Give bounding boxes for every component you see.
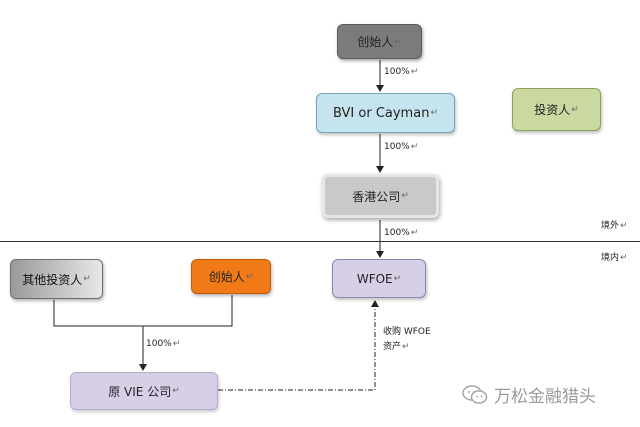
pct-founder-bvi-label: 100%↵ bbox=[384, 67, 419, 77]
return-mark: ↵ bbox=[571, 104, 579, 115]
node-label: BVI or Cayman bbox=[333, 105, 430, 121]
acquire-wfoe-assets-label: 收购 WFOE 资产↵ bbox=[383, 327, 431, 352]
node-label: 原 VIE 公司 bbox=[108, 384, 172, 399]
node-label: 香港公司 bbox=[352, 189, 401, 204]
pct-hk-wfoe-label: 100%↵ bbox=[384, 228, 419, 238]
pct-bvi-hk-label: 100%↵ bbox=[384, 142, 419, 152]
node-founder-domestic[interactable]: 创始人↵ bbox=[191, 259, 271, 294]
node-bvi-cayman[interactable]: BVI or Cayman↵ bbox=[316, 93, 455, 133]
node-label: WFOE bbox=[356, 271, 393, 286]
node-label: 创始人 bbox=[208, 270, 245, 284]
pct-to-vie-label: 100%↵ bbox=[146, 339, 181, 349]
return-mark: ↵ bbox=[245, 271, 254, 282]
wechat-icon bbox=[462, 384, 488, 404]
watermark-text: 万松金融猎头 bbox=[494, 387, 596, 407]
bracket-investors-to-vie bbox=[53, 295, 233, 327]
node-label: 创始人 bbox=[357, 35, 394, 49]
dashdot-vie-to-wfoe bbox=[218, 300, 379, 391]
node-founder-overseas[interactable]: 创始人↵ bbox=[337, 24, 422, 59]
return-mark: ↵ bbox=[393, 273, 402, 284]
node-original-vie-company[interactable]: 原 VIE 公司↵ bbox=[70, 372, 218, 410]
return-mark: ↵ bbox=[394, 36, 402, 47]
return-mark: ↵ bbox=[83, 274, 91, 284]
node-investor[interactable]: 投资人↵ bbox=[512, 88, 601, 131]
node-label: 投资人 bbox=[534, 103, 571, 117]
node-label: 其他投资人 bbox=[22, 272, 83, 287]
node-hk-company[interactable]: 香港公司↵ bbox=[322, 174, 439, 218]
return-mark: ↵ bbox=[401, 191, 409, 201]
node-wfoe[interactable]: WFOE↵ bbox=[332, 259, 426, 298]
domestic-zone-label: 境内↵ bbox=[601, 253, 628, 263]
watermark: 万松金融猎头 bbox=[462, 382, 596, 407]
node-other-investors[interactable]: 其他投资人↵ bbox=[10, 259, 103, 299]
border-divider-line bbox=[0, 241, 640, 242]
overseas-zone-label: 境外↵ bbox=[601, 221, 628, 231]
return-mark: ↵ bbox=[430, 108, 438, 118]
return-mark: ↵ bbox=[172, 386, 180, 396]
